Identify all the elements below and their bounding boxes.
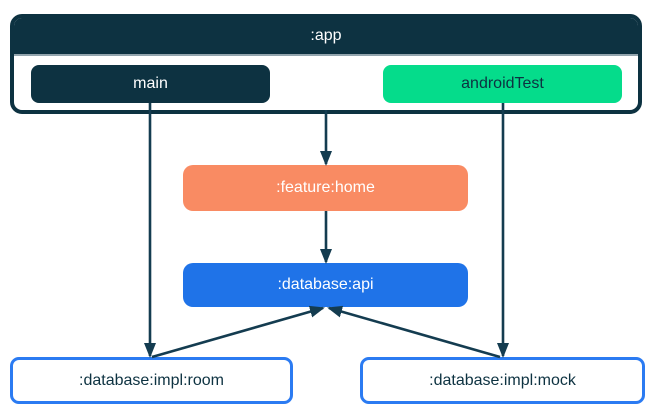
app-module-header: :app: [14, 18, 638, 56]
database-impl-room-module: :database:impl:room: [10, 357, 293, 404]
database-api-module: :database:api: [183, 263, 468, 307]
feature-home-module: :feature:home: [183, 165, 468, 211]
feature-home-label: :feature:home: [276, 179, 375, 196]
edge-room-to-database-api: [151, 305, 325, 359]
source-set-main: main: [31, 65, 270, 103]
edge-mock-to-database-api: [327, 305, 501, 359]
source-set-androidtest: androidTest: [383, 65, 622, 103]
app-module-label: :app: [310, 27, 342, 44]
source-set-main-label: main: [133, 75, 168, 92]
source-set-androidtest-label: androidTest: [461, 75, 544, 92]
database-impl-room-label: :database:impl:room: [79, 371, 224, 389]
database-api-label: :database:api: [277, 276, 374, 293]
database-impl-mock-label: :database:impl:mock: [429, 371, 576, 389]
database-impl-mock-module: :database:impl:mock: [360, 357, 645, 404]
